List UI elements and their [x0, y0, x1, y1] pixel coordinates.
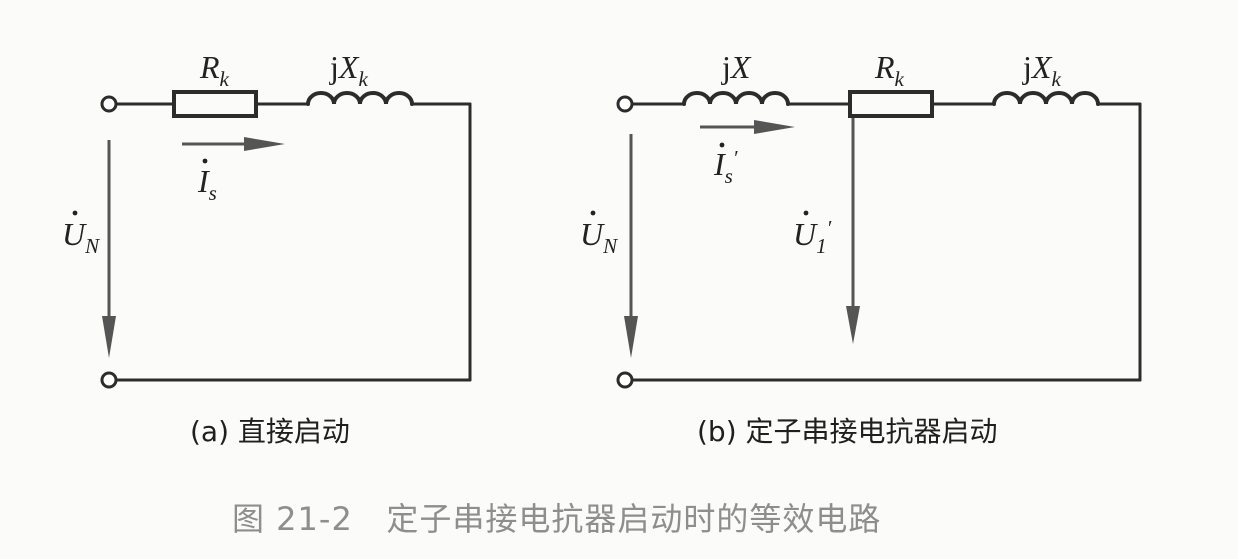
current-a-label: Is — [197, 158, 217, 205]
inductor-b-series-label: jX — [721, 49, 752, 85]
voltage2-b-label: U1′ — [793, 210, 832, 258]
terminal-a-bottom — [100, 371, 118, 389]
resistor-a — [172, 90, 258, 118]
resistor-b — [848, 90, 934, 118]
svg-text:UN: UN — [580, 216, 618, 258]
terminal-b-top — [616, 95, 634, 113]
inductor-b-motor — [992, 91, 1100, 106]
circuit-b: jX Rk jXk Is′ UN U1′ (b) 定子串接电抗器启动 — [580, 49, 1142, 448]
circuit-a: Rk jXk Is UN (a) 直接启动 — [62, 49, 472, 448]
voltage-a-label: UN — [62, 210, 100, 258]
resistor-a-label: Rk — [199, 49, 230, 91]
svg-text:Is: Is — [197, 163, 217, 205]
resistor-b-label: Rk — [874, 49, 905, 91]
current-arrowhead-a — [244, 137, 285, 151]
inductor-b-motor-label: jXk — [1022, 49, 1061, 91]
voltage2-arrowhead-b — [846, 306, 860, 344]
inductor-a-label: jXk — [329, 49, 368, 91]
current-arrowhead-b — [754, 120, 795, 134]
inductor-b-series — [682, 91, 790, 106]
svg-text:UN: UN — [62, 216, 100, 258]
inductor-a — [306, 91, 414, 106]
voltage-b-label: UN — [580, 210, 618, 258]
current-b-label: Is′ — [713, 142, 738, 188]
voltage-arrowhead-b — [624, 316, 638, 358]
svg-text:U1′: U1′ — [793, 216, 832, 258]
figure-caption: 图 21-2 定子串接电抗器启动时的等效电路 — [232, 500, 881, 538]
terminal-a-top — [100, 95, 118, 113]
caption-a: (a) 直接启动 — [190, 415, 350, 448]
voltage-arrowhead-a — [102, 316, 116, 358]
svg-text:Is′: Is′ — [713, 146, 738, 188]
caption-b: (b) 定子串接电抗器启动 — [697, 415, 998, 448]
terminal-b-bottom — [616, 371, 634, 389]
